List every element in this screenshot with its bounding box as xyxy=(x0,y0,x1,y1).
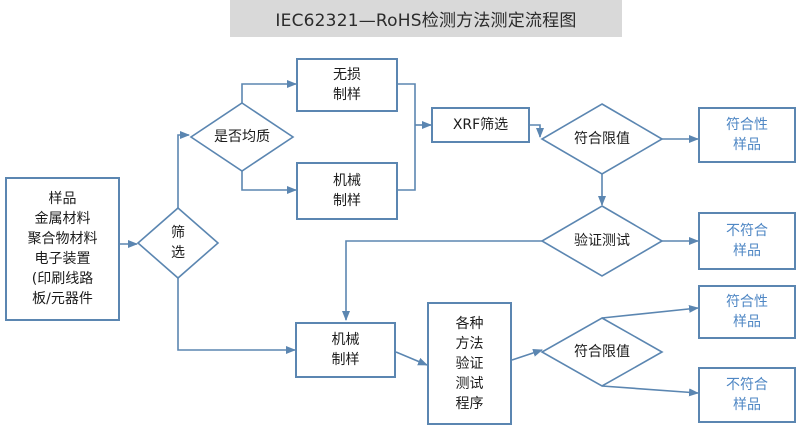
sample-line-2: 金属材料 xyxy=(34,211,91,227)
homogeneous-label: 是否均质 xyxy=(196,127,288,147)
sample-line-4: 电子装置 xyxy=(34,251,91,267)
arrow-limit-to-fail-bottom xyxy=(601,385,699,397)
arrow-screen-to-homogeneous xyxy=(177,131,190,208)
fail-mid-box: 不符合 样品 xyxy=(698,212,796,270)
mechanical-bottom-line-2: 制样 xyxy=(331,352,360,368)
screen-label: 筛 选 xyxy=(148,223,208,263)
sample-box: 样品 金属材料 聚合物材料 电子装置 (印刷线路 板/元器件 xyxy=(5,177,120,321)
fail-bottom-line-2: 样品 xyxy=(733,397,761,413)
diagram-title: IEC62321—RoHS检测方法测定流程图 xyxy=(230,0,622,37)
screen-line-2: 选 xyxy=(171,245,185,261)
arrow-limit-to-pass-bottom xyxy=(601,304,699,319)
nondestructive-line-1: 无损 xyxy=(333,67,361,83)
mechanical-top-line-2: 制样 xyxy=(333,193,361,209)
sample-line-5: (印刷线路 xyxy=(31,271,94,287)
mechanical-top-line-1: 机械 xyxy=(333,173,361,189)
arrow-mechanical-to-methods xyxy=(395,351,428,366)
sample-line-1: 样品 xyxy=(48,191,77,207)
methods-box: 各种 方法 验证 测试 程序 xyxy=(427,302,512,425)
arrow-methods-to-limit xyxy=(511,349,543,361)
limit-bottom-label: 符合限值 xyxy=(552,342,652,362)
pass-top-box: 符合性 样品 xyxy=(698,107,796,163)
methods-line-3: 验证 xyxy=(455,355,484,372)
arrow-homogeneous-to-mechanical-top xyxy=(241,171,297,194)
xrf-label: XRF筛选 xyxy=(452,117,509,133)
pass-top-line-1: 符合性 xyxy=(726,117,768,133)
pass-bottom-line-2: 样品 xyxy=(733,314,761,330)
pass-top-line-2: 样品 xyxy=(733,137,761,153)
sample-line-6: 板/元器件 xyxy=(32,291,93,307)
fail-mid-line-1: 不符合 xyxy=(726,223,768,239)
methods-line-1: 各种 xyxy=(455,315,484,332)
pass-bottom-line-1: 符合性 xyxy=(726,294,768,310)
sample-line-3: 聚合物材料 xyxy=(27,231,98,247)
limit-bottom-text: 符合限值 xyxy=(574,344,630,360)
arrow-homogeneous-to-nondestructive xyxy=(241,80,297,103)
nondestructive-box: 无损 制样 xyxy=(296,58,398,112)
connector-nondestructive xyxy=(398,83,416,125)
verify-label: 验证测试 xyxy=(552,231,652,251)
verify-diamond xyxy=(540,205,664,277)
mechanical-bottom-line-1: 机械 xyxy=(331,332,360,348)
diagram-title-text: IEC62321—RoHS检测方法测定流程图 xyxy=(275,11,577,31)
xrf-box: XRF筛选 xyxy=(431,107,530,143)
methods-line-4: 测试 xyxy=(455,375,484,392)
limit-top-text: 符合限值 xyxy=(574,131,630,147)
methods-line-5: 程序 xyxy=(455,395,484,412)
fail-bottom-box: 不符合 样品 xyxy=(698,367,796,423)
connector-mechanical-top xyxy=(398,125,416,191)
screen-line-1: 筛 xyxy=(171,225,185,241)
methods-line-2: 方法 xyxy=(455,335,484,352)
mechanical-top-box: 机械 制样 xyxy=(296,162,398,220)
arrow-screen-to-mechanical-bottom xyxy=(177,278,296,354)
limit-top-label: 符合限值 xyxy=(552,129,652,149)
mechanical-bottom-box: 机械 制样 xyxy=(295,322,396,378)
pass-bottom-box: 符合性 样品 xyxy=(698,285,796,339)
fail-mid-line-2: 样品 xyxy=(733,243,761,259)
arrow-verify-to-mechanical-bottom xyxy=(342,240,542,321)
arrow-xrf-to-limit xyxy=(530,124,544,138)
nondestructive-line-2: 制样 xyxy=(333,87,361,103)
verify-text: 验证测试 xyxy=(574,233,630,249)
fail-bottom-line-1: 不符合 xyxy=(726,377,768,393)
homogeneous-text: 是否均质 xyxy=(214,129,270,145)
